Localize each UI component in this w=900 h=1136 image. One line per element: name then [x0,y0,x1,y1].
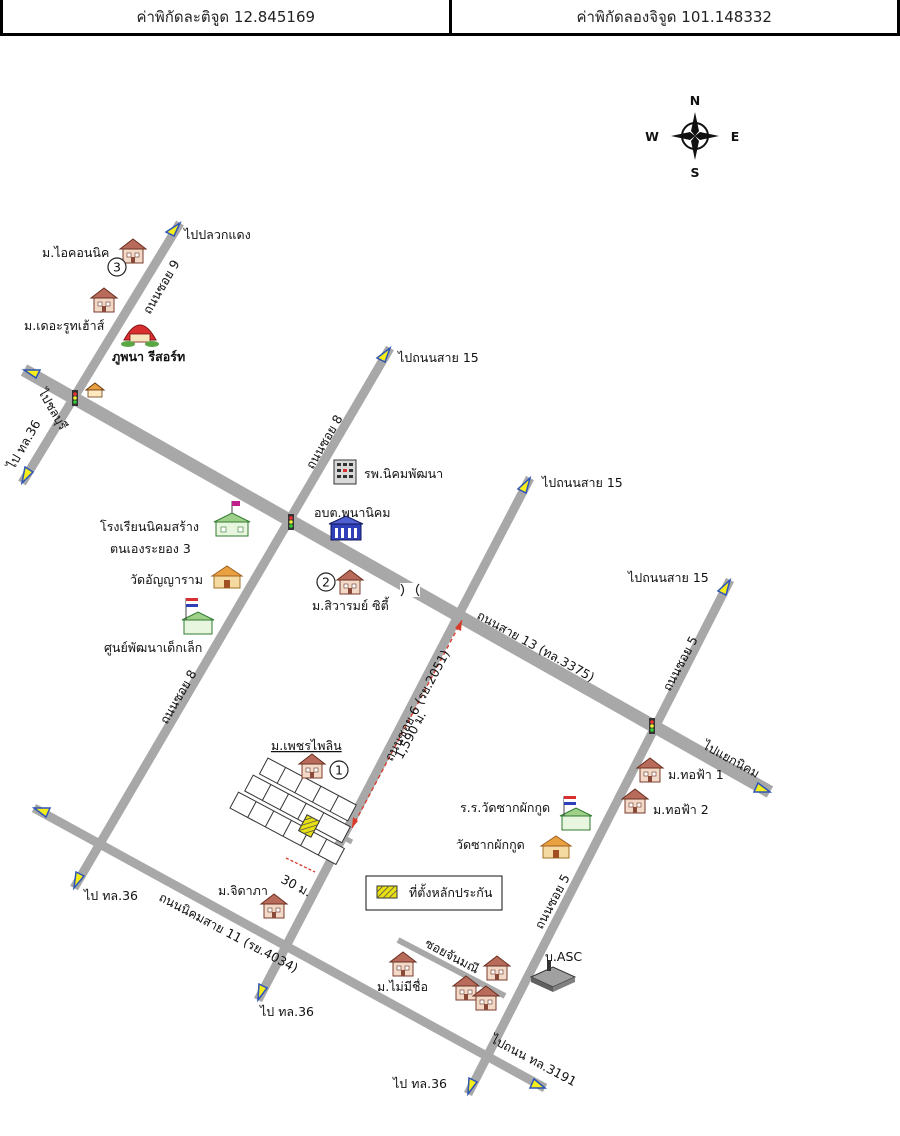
label-to-road15-b: ไปถนนสาย 15 [541,475,623,490]
distance-line-long [351,619,463,829]
arrow-yaek-nikhom [752,781,773,793]
arrow-hwy36-b2 [31,807,52,819]
map-canvas: 1,590 ม. 30 ม. ถนนซอย 9 ถนนซอย 8 ถนนซอย … [3,93,774,1097]
bridge-icon [400,583,420,597]
road-soi-5 [463,577,735,1097]
distance-line-short [285,857,316,873]
arrow-hwy36-a [20,465,35,486]
marker-3: 3 [113,260,121,275]
factory-icon [529,961,577,992]
compass-s: S [690,165,699,180]
marker-circle-1 [329,760,349,780]
house-icon-icon-nik [119,238,147,264]
arrow-chonburi [21,369,42,380]
arrow-road15-a [375,345,392,364]
landmarks [84,238,664,1011]
road-soi-6 [254,475,534,1003]
latitude-cell: ค่าพิกัดละติจูด 12.845169 [0,0,452,36]
road-soi-9 [18,220,184,486]
label-school-line1: โรงเรียนนิคมสร้าง [100,519,199,534]
legend-label: ที่ตั้งหลักประกัน [409,883,493,900]
temple-icon-anyaram [211,565,243,589]
direction-arrows [20,220,773,1097]
legend: ที่ตั้งหลักประกัน [365,875,503,911]
label-to-road15-a: ไปถนนสาย 15 [397,350,479,365]
legend-swatch [376,885,398,899]
traffic-light-icon [288,514,294,530]
arrow-pluak-daeng [164,220,182,238]
road-label-13: ถนนสาย 13 (ทล.3375) [475,608,598,685]
road-label-soi-6: ถนนซอย 6 (รย.2051) [381,647,452,763]
house-icon-siwarom [336,569,364,595]
label-to-pluak-daeng: ไปปลวกแดง [183,227,251,242]
road-11 [31,804,548,1092]
road-13 [20,364,774,798]
marker-circle-3 [107,257,127,277]
traffic-lights [72,390,655,734]
house-icon-mai-mee-chue [389,951,417,977]
label-siwarom: ม.สิวารมย์ ซิตี้ [312,596,390,613]
arrow-hwy3191 [528,1077,548,1089]
distance-label-short: 30 ม. [279,871,314,899]
coordinate-bar: ค่าพิกัดละติจูด 12.845169 ค่าพิกัดลองจิจ… [0,0,900,38]
label-phuphana: ภูพนา รีสอร์ท [112,349,185,365]
house-icon-the-route-house [90,287,118,313]
arrow-road15-b [516,475,532,495]
label-mai-mee-chue: ม.ไม่มีชื่อ [377,978,428,994]
village-icons [452,955,511,1011]
label-asc: บ.ASC [545,949,582,964]
label-school-wat-sak: ร.ร.วัดซากผักกูด [460,800,550,816]
compass-rose: N S E W [645,93,739,180]
road-soi-8 [70,345,394,891]
marker-2: 2 [322,575,330,590]
shelter-icon [84,382,106,398]
place-labels: ม.ไอคอนนิค ม.เดอะรูทเฮ้าส์ ภูพนา รีสอร์ท… [24,245,724,994]
hospital-icon [333,459,357,485]
school-icon-nikhom [213,500,251,537]
label-phetphailin: ม.เพชรไพลิน [271,738,342,753]
estate-plots [229,757,357,866]
temple-icon-wat-sak [540,835,572,859]
compass-w: W [645,129,659,144]
label-hospital: รพ.นิคมพัฒนา [364,466,443,481]
government-office-icon [328,515,364,541]
label-the-route-house: ม.เดอะรูทเฮ้าส์ [24,318,105,334]
label-obt: อบต.พนานิคม [314,505,390,520]
collateral-plot [297,814,321,838]
label-to-hwy36-b: ไป ทล.36 [83,888,138,903]
label-to-hwy36-d: ไป ทล.36 [392,1076,447,1091]
number-markers: 3 2 1 [107,257,349,780]
road-labels: ถนนซอย 9 ถนนซอย 8 ถนนซอย 8 ถนนซอย 6 (รย.… [140,257,701,976]
label-wat-anyaram: วัดอัญญาราม [130,572,203,587]
label-jidapha: ม.จิดาภา [218,883,268,898]
label-school-line2: ตนเองระยอง 3 [110,541,191,556]
arrow-road15-c [716,577,732,597]
compass-e: E [731,129,740,144]
label-wat-sak: วัดซากผักกูด [456,837,525,853]
label-child-center: ศูนย์พัฒนาเด็กเล็ก [104,640,202,656]
resort-icon [121,324,159,347]
label-thofa-1: ม.ทอฟ้า 1 [668,767,724,782]
longitude-cell: ค่าพิกัดลองจิจูด 101.148332 [451,0,900,36]
arrow-hwy36-c [257,982,269,1003]
school-icon-wat-sak [559,796,593,831]
house-icon-phetphailin [298,753,326,779]
traffic-light-icon [649,718,655,734]
traffic-light-icon [72,390,78,406]
marker-1: 1 [335,763,343,778]
label-thofa-2: ม.ทอฟ้า 2 [653,802,709,817]
compass-n: N [690,93,700,108]
arrow-hwy36-b [72,870,86,891]
label-to-road15-c: ไปถนนสาย 15 [627,570,709,585]
label-icon-nik: ม.ไอคอนนิค [42,245,109,260]
road-network [18,220,774,1097]
marker-circle-2 [316,572,336,592]
arrow-hwy36-d [467,1076,479,1097]
child-center-icon [181,598,215,635]
label-to-hwy36-c: ไป ทล.36 [259,1004,314,1019]
